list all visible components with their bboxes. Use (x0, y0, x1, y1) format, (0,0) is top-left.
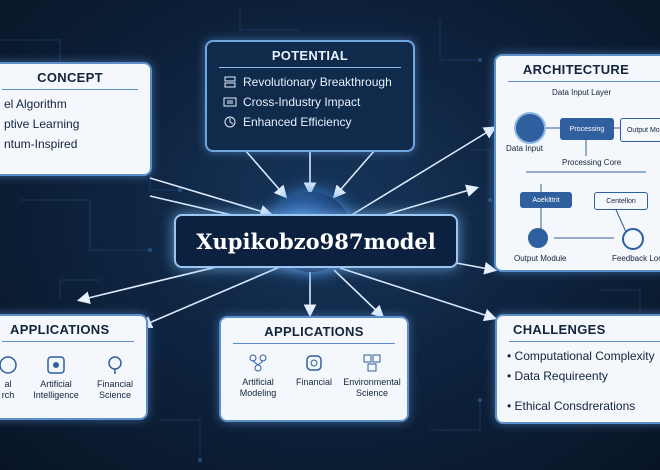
app-line2: Science (355, 388, 389, 398)
feedback-loop-icon (622, 228, 644, 250)
arch-output-model-box: Output Model (620, 118, 660, 142)
challenge-item: • Data Requireenty (507, 369, 608, 383)
finance-icon (108, 356, 122, 374)
arrow-potential-3 (332, 149, 376, 199)
applications-left-card: APPLICATIONS al rch Artificial Intellige… (0, 314, 148, 420)
app-item-environmental: Environmental Science (339, 352, 405, 399)
challenges-title: CHALLENGES (513, 322, 606, 337)
challenges-divider (509, 341, 660, 342)
concept-card: CONCEPT el Algorithm ptive Learning ntum… (0, 62, 152, 176)
research-icon (0, 356, 17, 374)
potential-item: Enhanced Efficiency (223, 112, 413, 132)
arrow-applications-center-2 (333, 269, 385, 319)
app-item-ai: Artificial Intelligence (28, 354, 84, 401)
arch-output-module-label: Output Module (514, 254, 567, 263)
potential-label: Enhanced Efficiency (243, 115, 352, 129)
app-line2: Science (98, 390, 132, 400)
network-icon (223, 97, 237, 107)
architecture-title: ARCHITECTURE (522, 62, 630, 77)
arch-feedback-loop-label: Feedback Loop (612, 254, 660, 263)
arch-processing-box: Processing (560, 118, 614, 140)
concept-item: ntum-Inspired (4, 137, 78, 151)
app-line1: Artificial (242, 377, 274, 387)
app-line2: Modeling (239, 388, 277, 398)
finance-icon (306, 355, 322, 371)
potential-item: Revolutionary Breakthrough (223, 72, 413, 92)
arrow-challenges (339, 267, 498, 322)
potential-item: Cross-Industry Impact (223, 92, 413, 112)
central-model-name: Xupikobzo987model (196, 228, 436, 254)
potential-title: POTENTIAL (271, 48, 349, 63)
app-item-financial: Financial (287, 352, 341, 388)
challenge-label: Computational Complexity (514, 349, 655, 363)
architecture-card: ARCHITECTURE Data Input Layer Data Input… (494, 54, 660, 272)
concept-item: ptive Learning (4, 117, 80, 131)
applications-left-divider (2, 341, 134, 342)
app-line1: Financial (295, 377, 333, 387)
challenges-card: CHALLENGES • Computational Complexity • … (495, 314, 660, 424)
potential-label: Revolutionary Breakthrough (243, 75, 392, 89)
app-line1: Artificial (40, 379, 72, 389)
app-item-finance: Financial Science (88, 354, 142, 401)
challenge-item: • Ethical Consdrerations (507, 399, 636, 413)
potential-divider (219, 67, 401, 68)
concept-divider (2, 89, 138, 90)
efficiency-icon (224, 116, 236, 128)
potential-card: POTENTIAL Revolutionary Breakthrough Cro… (205, 40, 415, 152)
concept-title: CONCEPT (37, 70, 103, 85)
arch-input-layer-label: Data Input Layer (552, 88, 612, 97)
central-model-banner: Xupikobzo987model (174, 214, 458, 268)
applications-center-divider (233, 343, 395, 344)
concept-item: el Algorithm (4, 97, 67, 111)
server-icon (224, 76, 236, 88)
environment-icon (363, 354, 381, 372)
challenge-label: Ethical Consdrerations (514, 399, 636, 413)
challenge-item: • Computational Complexity (507, 349, 655, 363)
applications-center-title: APPLICATIONS (264, 324, 364, 339)
app-line1: al (4, 379, 12, 389)
arch-core-right-box: Centellon (594, 192, 648, 210)
architecture-divider (508, 81, 660, 82)
arrow-architecture-1 (349, 126, 497, 217)
potential-label: Cross-Industry Impact (243, 95, 361, 109)
ai-icon (47, 356, 65, 374)
modeling-icon (249, 354, 267, 372)
challenge-label: Data Requireenty (514, 369, 608, 383)
app-line2: rch (1, 390, 15, 400)
app-item-research: al rch (0, 354, 28, 401)
applications-left-title: APPLICATIONS (10, 322, 110, 337)
app-line1: Environmental (343, 377, 401, 387)
app-line2: Intelligence (33, 390, 79, 400)
arrow-potential-1 (244, 149, 288, 199)
arch-core-left-box: Aoeklttrit (520, 192, 572, 208)
app-item-modeling: Artificial Modeling (229, 352, 287, 399)
data-input-icon (514, 112, 546, 144)
app-line1: Financial (96, 379, 134, 389)
arch-data-input-label: Data Input (506, 144, 543, 153)
arrow-applications-left (139, 265, 283, 329)
arch-processing-core-label: Processing Core (562, 158, 622, 167)
applications-center-card: APPLICATIONS Artificial Modeling Financi… (219, 316, 409, 422)
arrow-concept (149, 177, 274, 218)
output-module-icon (528, 228, 548, 248)
